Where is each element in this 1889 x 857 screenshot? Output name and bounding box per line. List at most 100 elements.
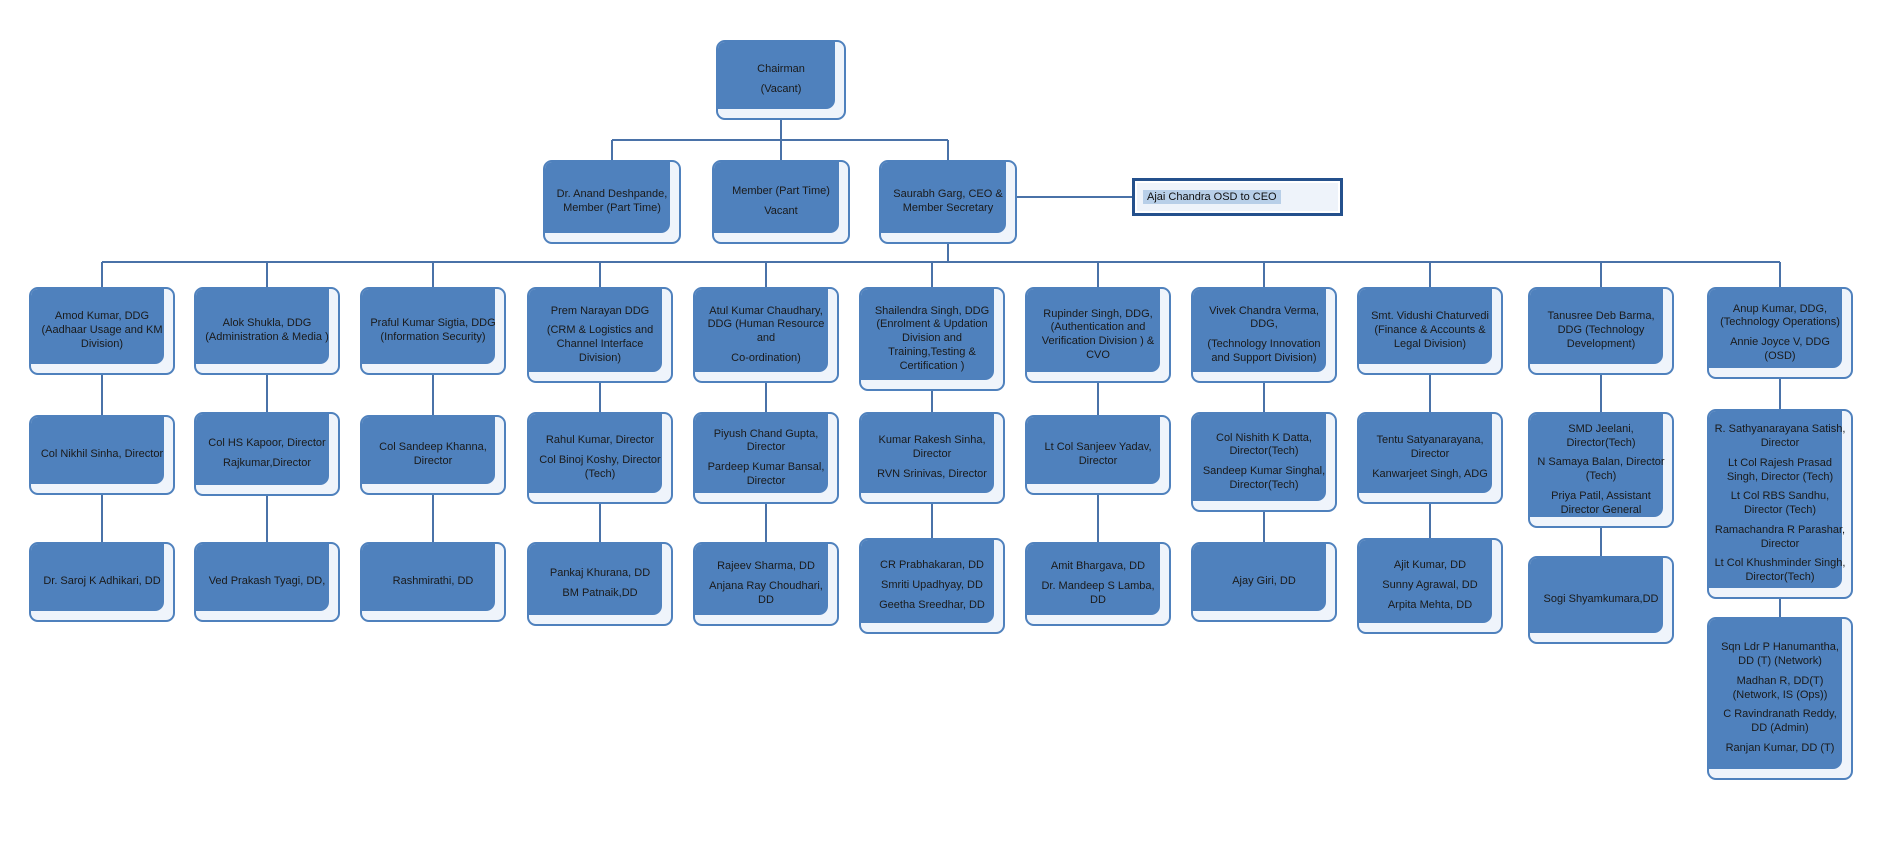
- col9-ddg-box-text: Smt. Vidushi Chaturvedi (Finance & Accou…: [1371, 310, 1489, 350]
- col7-dd-box-text: Amit Bhargava, DD: [1050, 560, 1146, 573]
- col1-dd-box: Dr. Saroj K Adhikari, DD: [29, 542, 175, 622]
- col9-dd-box-text: Ajit Kumar, DD: [1393, 559, 1467, 572]
- col11-dd-box-text: Ranjan Kumar, DD (T): [1725, 741, 1835, 754]
- col2-ddg-box: Alok Shukla, DDG (Administration & Media…: [194, 287, 340, 375]
- col5-ddg-box-text: Atul Kumar Chaudhary, DDG (Human Resourc…: [707, 304, 825, 345]
- col3-director-box-text: Col Sandeep Khanna, Director: [379, 441, 487, 467]
- col6-dd-box-text: Smriti Upadhyay, DD: [881, 579, 983, 592]
- col11-ddg-box: Anup Kumar, DDG, (Technology Operations)…: [1707, 287, 1853, 379]
- col3-director-box: Col Sandeep Khanna, Director: [360, 415, 506, 495]
- col4-ddg-box: Prem Narayan DDG (CRM & Logistics and Cha…: [527, 287, 673, 383]
- col4-dd-box-text: BM Patnaik,DD: [562, 587, 638, 599]
- col5-dd-box: Rajeev Sharma, DD Anjana Ray Choudhari, D…: [693, 542, 839, 626]
- col10-director-box-text: N Samaya Balan, Director (Tech): [1537, 456, 1665, 482]
- level2-member-anand-box: Dr. Anand Deshpande, Member (Part Time): [543, 160, 681, 244]
- col10-dd-box: Sogi Shyamkumara,DD: [1528, 556, 1674, 644]
- col9-dd-box: Ajit Kumar, DD Sunny Agrawal, DD Arpita Me…: [1357, 538, 1503, 634]
- level2-member-anand-box-text: Dr. Anand Deshpande, Member (Part Time): [556, 188, 668, 214]
- col9-dd-box-text: Arpita Mehta, DD: [1387, 598, 1473, 611]
- col11-dd-box-text: Madhan R, DD(T) (Network, IS (Ops)): [1732, 674, 1828, 701]
- col7-dd-box-text: Dr. Mandeep S Lamba, DD: [1041, 580, 1155, 606]
- col4-dd-box: Pankaj Khurana, DD BM Patnaik,DD: [527, 542, 673, 626]
- col4-director-box-text: Rahul Kumar, Director: [545, 434, 655, 447]
- col3-dd-box: Rashmirathi, DD: [360, 542, 506, 622]
- col8-ddg-box: Vivek Chandra Verma, DDG, (Technology Inn…: [1191, 287, 1337, 383]
- col6-dd-box: CR Prabhakaran, DD Smriti Upadhyay, DD Gee…: [859, 538, 1005, 634]
- col9-ddg-box: Smt. Vidushi Chaturvedi (Finance & Accou…: [1357, 287, 1503, 375]
- col7-ddg-box-text: Rupinder Singh, DDG, (Authentication and…: [1041, 307, 1155, 361]
- col1-dd-box-text: Dr. Saroj K Adhikari, DD: [43, 575, 161, 588]
- col11-dd-box-text: C Ravindranath Reddy, DD (Admin): [1723, 708, 1837, 735]
- col2-director-box-text: Col HS Kapoor, Director: [208, 437, 326, 450]
- col5-ddg-box: Atul Kumar Chaudhary, DDG (Human Resourc…: [693, 287, 839, 383]
- col11-ddg-box-text: Annie Joyce V, DDG (OSD): [1730, 336, 1830, 362]
- col11-dd-box: Sqn Ldr P Hanumantha, DD (T) (Network) Ma…: [1707, 617, 1853, 780]
- col8-ddg-box-text: Vivek Chandra Verma, DDG,: [1209, 304, 1319, 331]
- col10-ddg-box: Tanusree Deb Barma, DDG (Technology Deve…: [1528, 287, 1674, 375]
- col8-director-box-text: Sandeep Kumar Singhal, Director(Tech): [1202, 465, 1326, 491]
- col5-dd-box-text: Rajeev Sharma, DD: [717, 560, 815, 573]
- col3-ddg-box: Praful Kumar Sigtia, DDG (Information Se…: [360, 287, 506, 375]
- osd-callout-label: Ajai Chandra OSD to CEO: [1143, 190, 1281, 204]
- col11-dd-box-text: Sqn Ldr P Hanumantha, DD (T) (Network): [1721, 641, 1839, 668]
- col5-dd-box-text: Anjana Ray Choudhari, DD: [709, 580, 823, 606]
- col1-director-box: Col Nikhil Sinha, Director: [29, 415, 175, 495]
- level2-ceo-box: Saurabh Garg, CEO & Member Secretary: [879, 160, 1017, 244]
- level2-member-vacant-box-text: Vacant: [764, 205, 798, 217]
- col7-dd-box: Amit Bhargava, DD Dr. Mandeep S Lamba, DD: [1025, 542, 1171, 626]
- col8-director-box: Col Nishith K Datta, Director(Tech) Sande…: [1191, 412, 1337, 512]
- col4-ddg-box-text: Prem Narayan DDG: [550, 304, 650, 317]
- col4-director-box-text: Col Binoj Koshy, Director (Tech): [539, 454, 661, 480]
- col8-director-box-text: Col Nishith K Datta, Director(Tech): [1216, 431, 1312, 458]
- col10-ddg-box-text: Tanusree Deb Barma, DDG (Technology Deve…: [1547, 310, 1655, 350]
- col9-dd-box-text: Sunny Agrawal, DD: [1382, 579, 1478, 592]
- col6-director-box-text: Kumar Rakesh Sinha, Director: [878, 434, 986, 461]
- chairman-box: Chairman (Vacant): [716, 40, 846, 120]
- col2-ddg-box-text: Alok Shukla, DDG (Administration & Media…: [205, 317, 329, 343]
- col6-ddg-box-text: Shailendra Singh, DDG (Enrolment & Updat…: [874, 304, 990, 372]
- col11-director-box-text: Lt Col Rajesh Prasad Singh, Director (Te…: [1726, 456, 1834, 483]
- col11-director-box: R. Sathyanarayana Satish, Director Lt Col…: [1707, 409, 1853, 599]
- col6-dd-box-text: CR Prabhakaran, DD: [880, 559, 984, 572]
- col10-director-box-text: Priya Patil, Assistant Director General: [1551, 489, 1651, 516]
- col9-director-box-text: Tentu Satyanarayana, Director: [1376, 434, 1484, 461]
- col11-ddg-box-text: Anup Kumar, DDG, (Technology Operations): [1720, 302, 1840, 329]
- col3-ddg-box-text: Praful Kumar Sigtia, DDG (Information Se…: [370, 317, 496, 343]
- col3-dd-box-text: Rashmirathi, DD: [392, 575, 474, 588]
- col5-ddg-box-text: Co-ordination): [731, 351, 801, 364]
- col6-dd-box-text: Geetha Sreedhar, DD: [879, 598, 985, 611]
- col10-director-box: SMD Jeelani, Director(Tech) N Samaya Bala…: [1528, 412, 1674, 528]
- chairman-box-text: Chairman: [757, 63, 805, 76]
- col4-ddg-box-text: (CRM & Logistics and Channel Interface D…: [546, 324, 654, 364]
- col6-ddg-box: Shailendra Singh, DDG (Enrolment & Updat…: [859, 287, 1005, 391]
- col1-ddg-box: Amod Kumar, DDG (Aadhaar Usage and KM Di…: [29, 287, 175, 375]
- col10-director-box-text: SMD Jeelani, Director(Tech): [1566, 422, 1636, 449]
- col2-dd-box: Ved Prakash Tyagi, DD,: [194, 542, 340, 622]
- col8-dd-box-text: Ajay Giri, DD: [1232, 575, 1296, 588]
- col8-ddg-box-text: (Technology Innovation and Support Divis…: [1207, 338, 1321, 364]
- chairman-box-text: (Vacant): [760, 83, 802, 95]
- col11-director-box-text: Lt Col RBS Sandhu, Director (Tech): [1730, 490, 1830, 516]
- col9-director-box-text: Kanwarjeet Singh, ADG: [1372, 467, 1488, 480]
- col11-director-box-text: R. Sathyanarayana Satish, Director: [1714, 423, 1846, 449]
- col7-director-box: Lt Col Sanjeev Yadav, Director: [1025, 415, 1171, 495]
- col7-ddg-box: Rupinder Singh, DDG, (Authentication and…: [1025, 287, 1171, 383]
- level2-ceo-box-text: Saurabh Garg, CEO & Member Secretary: [893, 188, 1003, 214]
- col1-ddg-box-text: Amod Kumar, DDG (Aadhaar Usage and KM Di…: [41, 310, 163, 350]
- osd-callout-box: Ajai Chandra OSD to CEO: [1132, 178, 1343, 216]
- col1-director-box-text: Col Nikhil Sinha, Director: [40, 448, 164, 461]
- col8-dd-box: Ajay Giri, DD: [1191, 542, 1337, 622]
- col11-director-box-text: Lt Col Khushminder Singh, Director(Tech): [1714, 557, 1846, 583]
- col10-dd-box-text: Sogi Shyamkumara,DD: [1543, 593, 1659, 606]
- col4-dd-box-text: Pankaj Khurana, DD: [549, 567, 651, 580]
- col2-director-box-text: Rajkumar,Director: [222, 457, 312, 469]
- level2-member-vacant-box: Member (Part Time)Vacant: [712, 160, 850, 244]
- col5-director-box-text: Pardeep Kumar Bansal, Director: [707, 461, 825, 487]
